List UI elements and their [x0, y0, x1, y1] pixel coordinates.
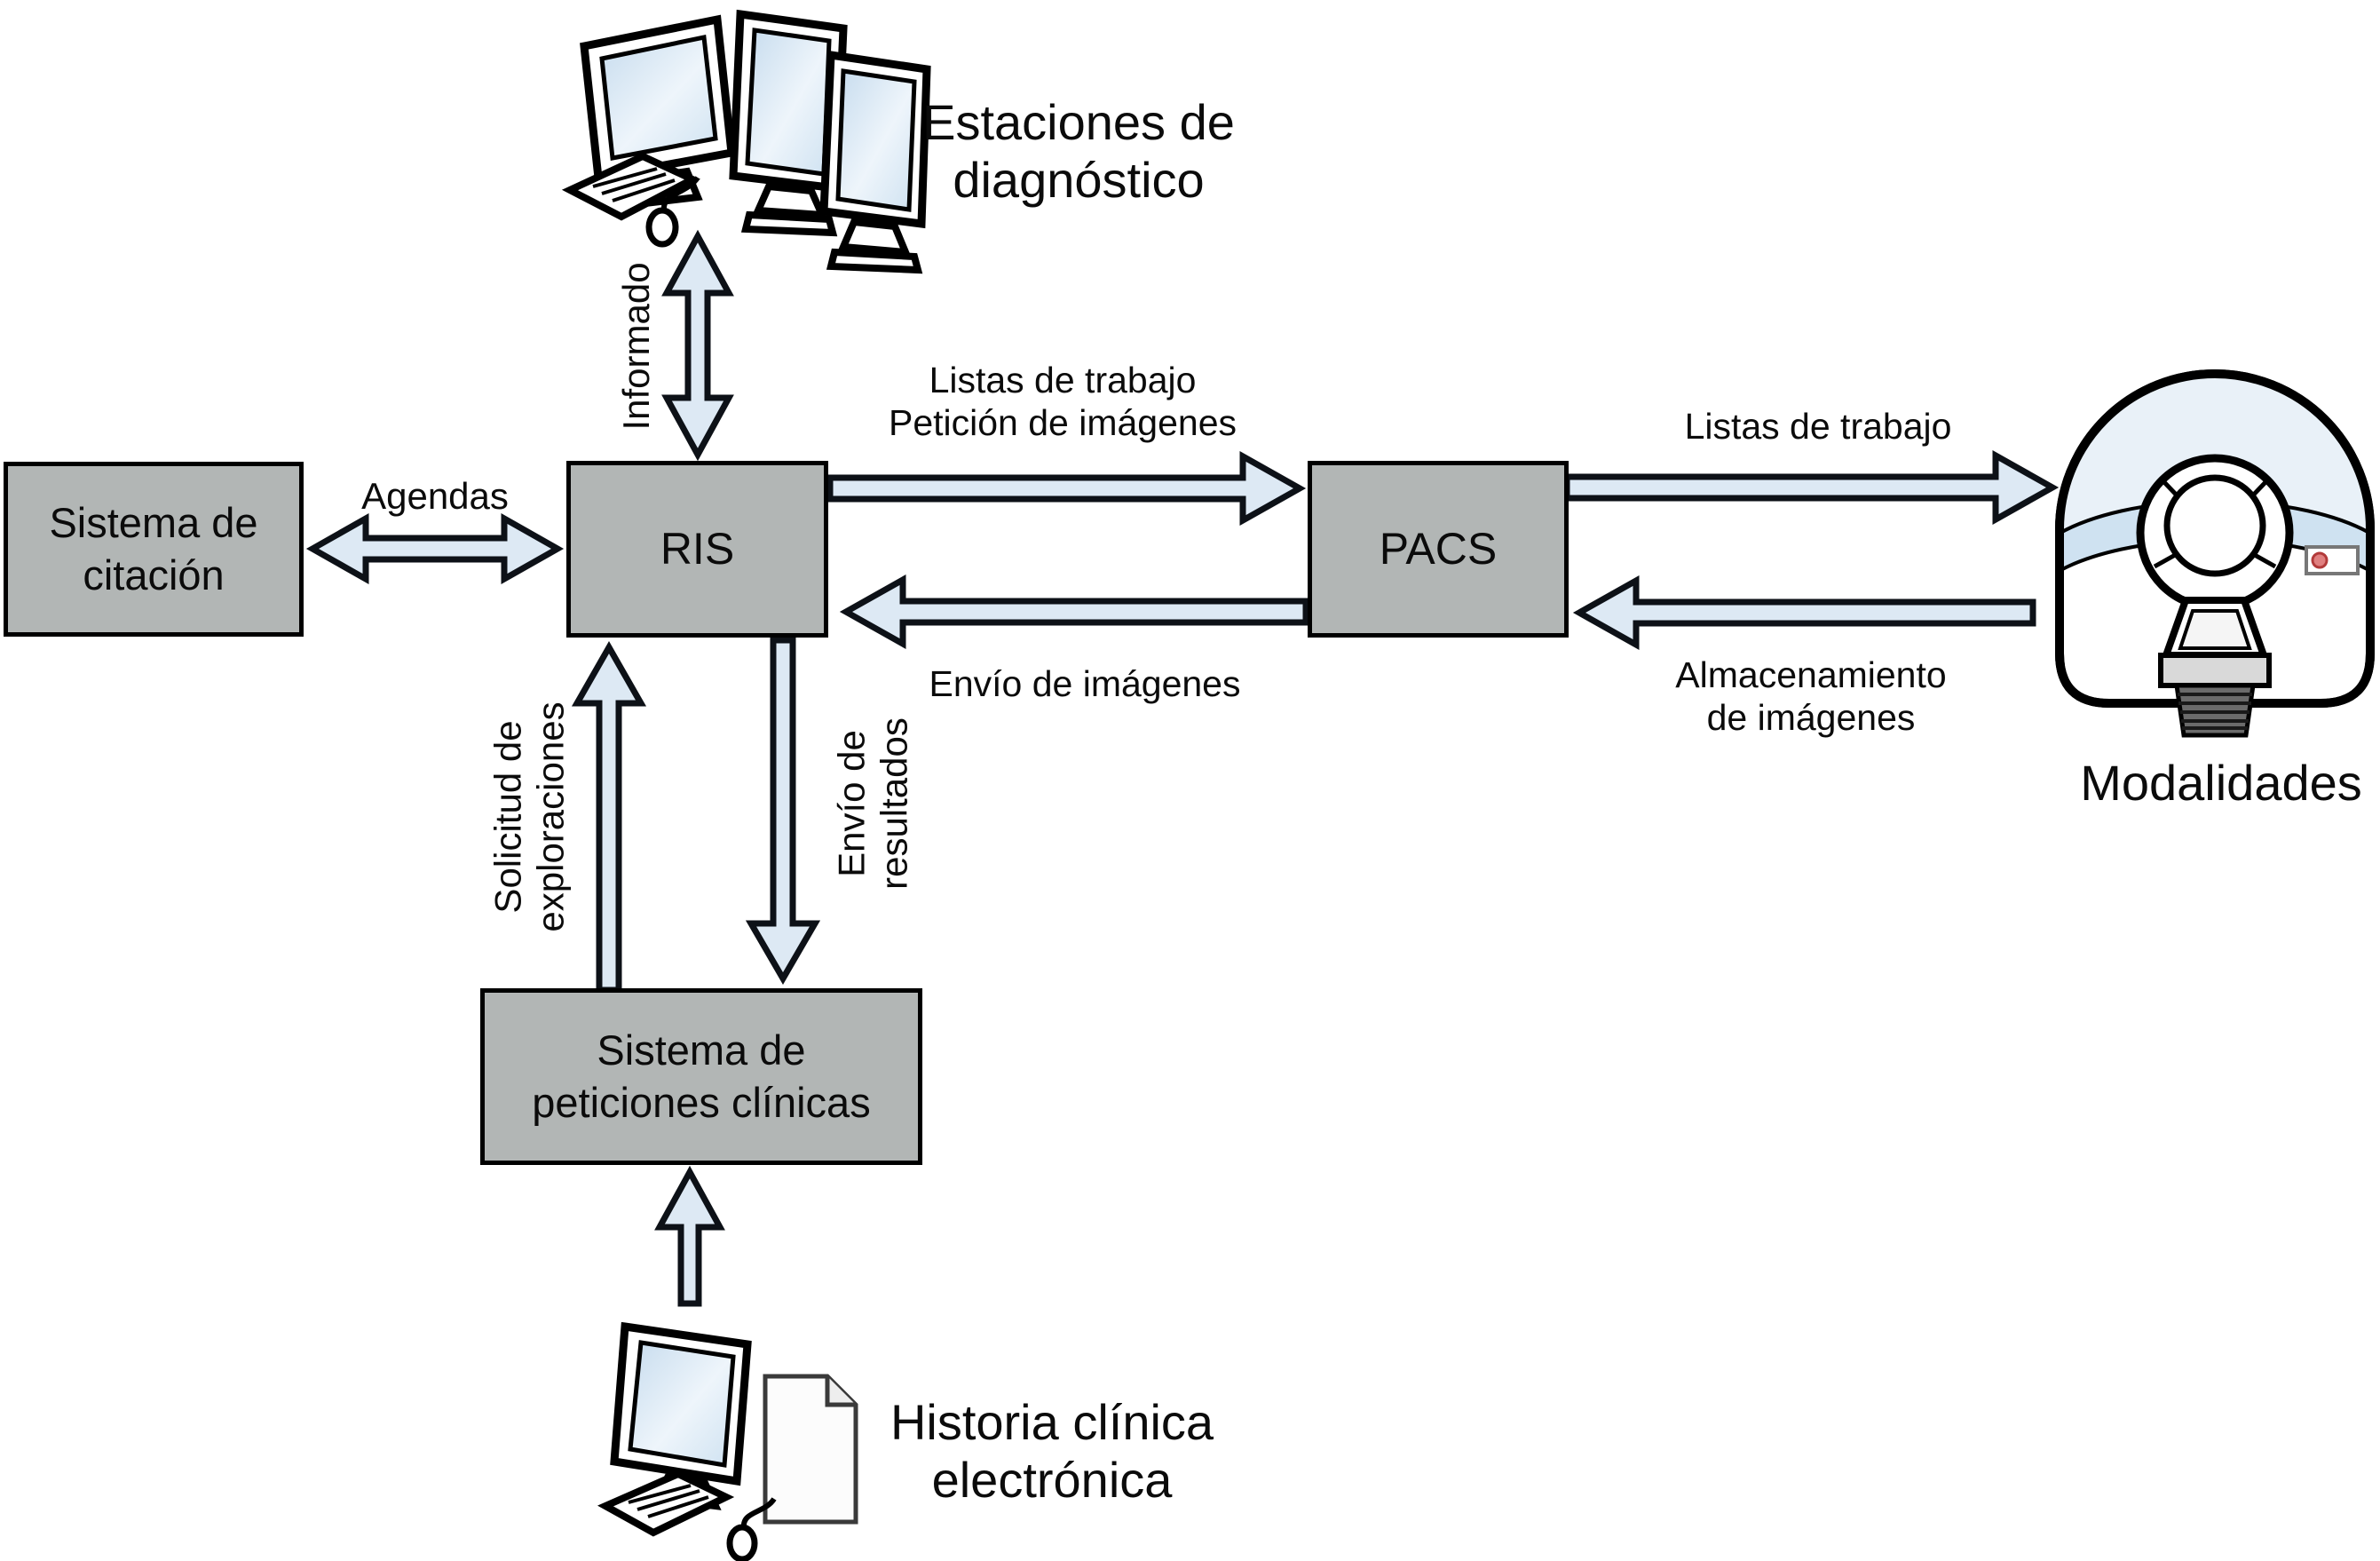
pacs-to-ris-arrow — [839, 574, 1309, 649]
label-almacenamiento: Almacenamiento de imágenes — [1675, 654, 1947, 739]
scanner-base-plate — [2158, 653, 2272, 688]
gantry-bore — [2163, 474, 2266, 577]
informado-double-arrow — [661, 229, 734, 462]
mouse-icon — [726, 1497, 777, 1561]
node-pacs: PACS — [1308, 461, 1569, 638]
keyboard-icon — [561, 152, 701, 221]
mouse-icon — [645, 176, 700, 248]
node-ris: RIS — [566, 461, 828, 638]
diagnostic-workstations-icon — [561, 9, 931, 274]
resultados-down-arrow — [745, 637, 821, 985]
document-icon — [763, 1374, 858, 1525]
scanner-control-panel — [2305, 545, 2360, 575]
pacs-to-modalidades-arrow — [1563, 450, 2060, 525]
red-button — [2311, 551, 2329, 569]
solicitud-up-arrow — [571, 640, 647, 994]
node-sistema-peticiones: Sistema de peticiones clínicas — [480, 988, 922, 1165]
label-listas-trabajo: Listas de trabajo — [1684, 406, 1952, 447]
monitor-icon — [819, 50, 931, 274]
node-label: Sistema de peticiones clínicas — [532, 1026, 871, 1126]
scanner-foot — [2174, 683, 2256, 738]
node-sistema-citacion: Sistema de citación — [4, 462, 304, 637]
ct-scanner-icon — [2055, 369, 2375, 738]
label-envio-imagenes: Envío de imágenes — [929, 663, 1241, 704]
keyboard-icon — [597, 1470, 735, 1537]
ehr-computer-icon — [597, 1321, 858, 1561]
modalidades-to-pacs-arrow — [1572, 575, 2036, 650]
ris-to-pacs-arrow — [826, 451, 1307, 526]
caption-modalidades: Modalidades — [2080, 755, 2362, 811]
node-label: RIS — [660, 524, 735, 574]
ehr-up-arrow — [654, 1165, 725, 1307]
label-agendas: Agendas — [361, 475, 509, 517]
label-informado: Informado — [614, 262, 657, 431]
agendas-double-arrow — [305, 512, 565, 585]
label-listas-peticion: Listas de trabajo Petición de imágenes — [888, 360, 1237, 444]
label-solicitud-exploraciones: Solicitud de exploraciones — [486, 701, 572, 932]
node-label: PACS — [1379, 524, 1498, 574]
caption-historia-clinica: Historia clínica electrónica — [890, 1394, 1214, 1508]
caption-estaciones-diagnostico: Estaciones de diagnóstico — [922, 94, 1235, 208]
label-envio-resultados: Envío de resultados — [830, 717, 915, 890]
node-label: Sistema de citación — [49, 498, 258, 598]
